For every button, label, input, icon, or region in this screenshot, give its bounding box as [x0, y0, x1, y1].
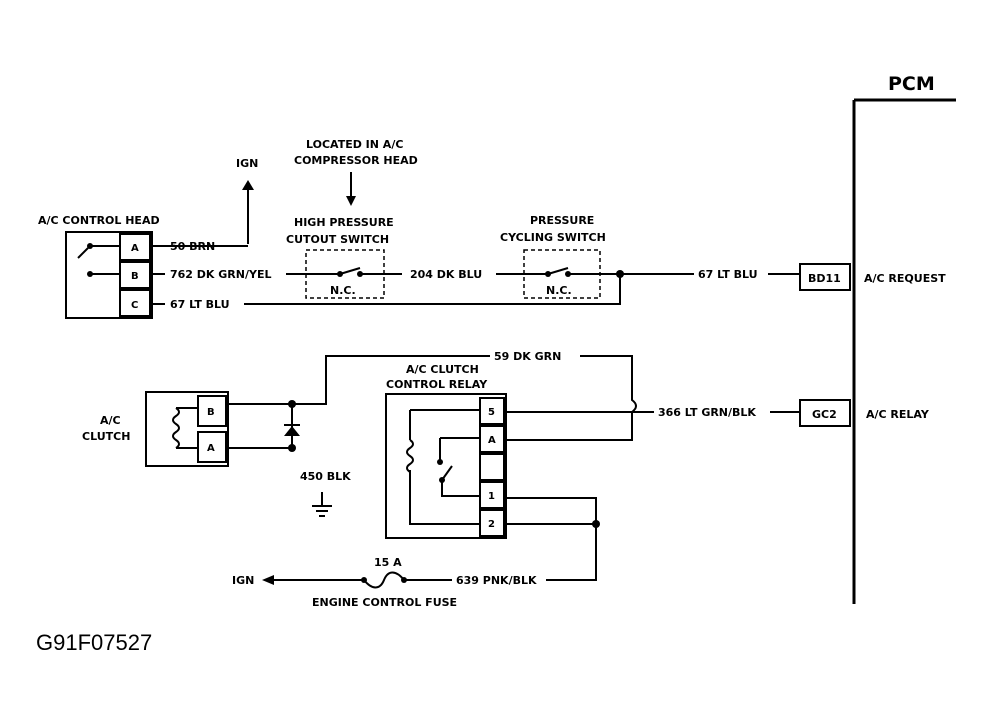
pcm-terminal-bd11-id: BD11 — [808, 272, 841, 285]
hp-switch-contacts — [320, 267, 402, 275]
hp-switch-title-1: HIGH PRESSURE — [294, 216, 394, 229]
pc-contact-1 — [545, 271, 551, 277]
clutch-title-2: CLUTCH — [82, 430, 130, 443]
relay-title-1: A/C CLUTCH — [406, 363, 479, 376]
pc-switch-title-1: PRESSURE — [530, 214, 594, 227]
wire-639-feed — [505, 496, 597, 581]
control-head-contact-b — [87, 271, 93, 277]
pcm-title: PCM — [888, 73, 935, 95]
ign-bottom-arrow-icon — [262, 575, 274, 585]
control-head-pin-c-label: C — [131, 300, 138, 311]
relay-title-2: CONTROL RELAY — [386, 378, 488, 391]
control-head-pin-b-label: B — [131, 271, 139, 282]
pcm-terminal-gc2-label: A/C RELAY — [866, 408, 930, 421]
junction-clutch-a — [288, 444, 296, 452]
relay-pin-5-label: 5 — [488, 407, 495, 418]
relay-coil-icon — [406, 439, 414, 473]
relay-contact-1 — [437, 459, 443, 465]
clutch-coil-icon — [172, 407, 198, 449]
located-note-line2: COMPRESSOR HEAD — [294, 154, 418, 167]
located-arrow-icon — [346, 196, 356, 206]
clutch-pin-b-label: B — [207, 407, 215, 418]
control-head-contact-a — [87, 243, 93, 249]
relay-pin-5 — [479, 397, 505, 425]
wire-366-label: 366 LT GRN/BLK — [658, 406, 756, 419]
wire-450-label: 450 BLK — [300, 470, 351, 483]
junction-639 — [592, 520, 600, 528]
pcm-outline — [852, 98, 956, 604]
relay-contact-2 — [439, 477, 445, 483]
ign-bottom-label: IGN — [232, 574, 254, 587]
control-head-title: A/C CONTROL HEAD — [38, 214, 160, 227]
wire-50-label: 50 BRN — [170, 240, 215, 253]
control-head-switch — [77, 245, 120, 275]
pc-switch-state: N.C. — [546, 284, 572, 297]
figure-code: G91F07527 — [36, 630, 152, 655]
fuse-terminal-right — [401, 577, 407, 583]
pcm-terminal-bd11-label: A/C REQUEST — [864, 272, 946, 285]
fuse-rating: 15 A — [374, 556, 402, 569]
relay-pin-2-label: 2 — [488, 519, 495, 530]
relay-pin-a-label: A — [488, 435, 496, 446]
pc-switch-contacts — [540, 267, 620, 275]
clutch-pin-b — [197, 395, 227, 427]
pcm-terminal-gc2-id: GC2 — [812, 408, 837, 421]
fuse-terminal-left — [361, 577, 367, 583]
hp-switch-state: N.C. — [330, 284, 356, 297]
clutch-wiring — [226, 403, 293, 449]
wire-639-label: 639 PNK/BLK — [456, 574, 537, 587]
pcm-terminal-gc2 — [799, 399, 851, 427]
fuse-label: ENGINE CONTROL FUSE — [312, 596, 457, 609]
clutch-pin-a — [197, 431, 227, 463]
relay-pin-a — [479, 425, 505, 453]
control-head-pin-a-label: A — [131, 243, 139, 254]
wire-67-right-label: 67 LT BLU — [698, 268, 758, 281]
relay-switch — [439, 437, 480, 497]
junction-clutch-b — [288, 400, 296, 408]
wire-59-label: 59 DK GRN — [494, 350, 561, 363]
relay-coil-wiring — [409, 409, 480, 525]
pc-contact-2 — [565, 271, 571, 277]
diode-icon — [284, 426, 300, 436]
relay-pin-1-label: 1 — [488, 491, 495, 502]
ign-top-arrow-icon — [242, 180, 254, 190]
hp-contact-2 — [357, 271, 363, 277]
located-note-line1: LOCATED IN A/C — [306, 138, 403, 151]
wire-67-lt-blu-return — [244, 274, 621, 305]
pcm-terminal-bd11 — [799, 263, 851, 291]
ign-top-label: IGN — [236, 157, 258, 170]
fuse-icon — [272, 571, 452, 589]
relay-pin-blank — [479, 453, 505, 481]
clutch-title-1: A/C — [100, 414, 121, 427]
clutch-pin-a-label: A — [207, 443, 215, 454]
wire-204-label: 204 DK BLU — [410, 268, 482, 281]
wire-762-label: 762 DK GRN/YEL — [170, 268, 272, 281]
wire-67-left-label: 67 LT BLU — [170, 298, 230, 311]
pc-switch-title-2: CYCLING SWITCH — [500, 231, 606, 244]
ground-icon — [312, 492, 332, 517]
hp-switch-title-2: CUTOUT SWITCH — [286, 233, 389, 246]
hp-contact-1 — [337, 271, 343, 277]
